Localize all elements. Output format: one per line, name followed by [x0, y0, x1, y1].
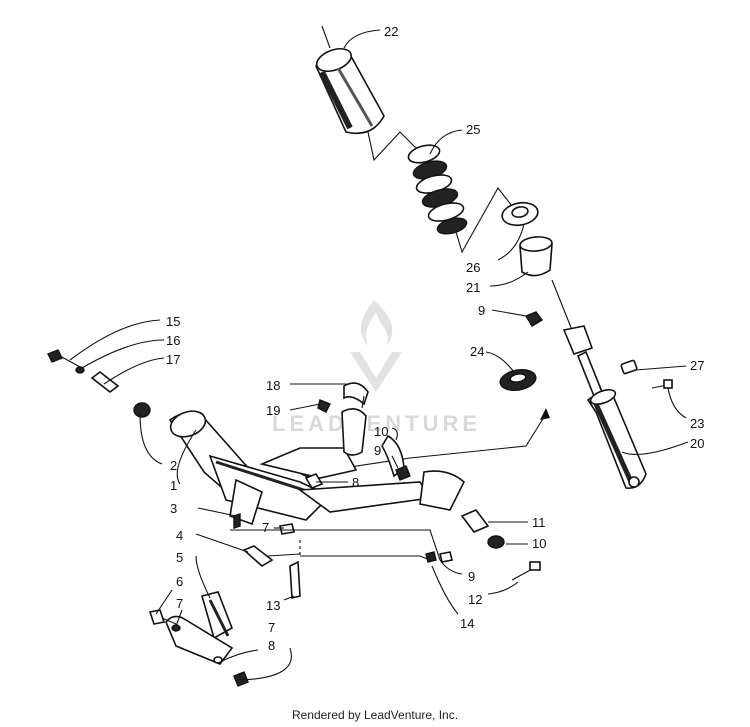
spacer-27 — [620, 359, 638, 375]
tube-10-upper — [381, 434, 405, 478]
callout-11: 11 — [532, 515, 546, 530]
callout-9-mid: 9 — [374, 443, 381, 458]
shock-body-20 — [551, 279, 647, 490]
nut-8-mid — [304, 473, 324, 489]
callout-24: 24 — [470, 344, 484, 359]
arm-5 — [165, 591, 234, 665]
callout-15: 15 — [166, 314, 180, 329]
callout-27: 27 — [690, 358, 704, 373]
bolt-13 — [289, 560, 301, 600]
callout-25: 25 — [466, 122, 480, 137]
leader-lines — [69, 29, 689, 681]
watermark-text: LEADVENTURE — [272, 411, 481, 436]
bolt-12 — [511, 561, 541, 581]
screw-19 — [317, 399, 331, 413]
callout-16: 16 — [166, 333, 180, 348]
callout-21: 21 — [466, 280, 480, 295]
bolt-6 — [148, 609, 177, 625]
callout-3: 3 — [170, 501, 177, 516]
pin-3 — [233, 513, 241, 529]
callout-12: 12 — [468, 592, 482, 607]
bolt-23 — [651, 379, 673, 389]
bushing-2 — [133, 402, 151, 418]
shock-sleeve-22 — [315, 25, 385, 135]
callout-7-mid: 7 — [262, 520, 269, 535]
callout-labels: 22 25 26 21 9 24 27 23 20 15 16 17 2 1 3… — [166, 24, 704, 653]
leadventure-watermark: LEADVENTURE — [272, 300, 481, 436]
collar-21 — [519, 236, 553, 277]
callout-10-upper: 10 — [374, 424, 388, 439]
spring-seat-26 — [501, 201, 539, 227]
callout-8-lower: 8 — [268, 638, 275, 653]
sleeve-17 — [90, 370, 120, 394]
callout-17: 17 — [166, 352, 180, 367]
clamp-18 — [343, 382, 369, 406]
nut-9-mid — [395, 465, 411, 481]
link-bolt-4 — [242, 545, 301, 567]
washer-10-lower — [487, 535, 505, 549]
callout-2: 2 — [170, 458, 177, 473]
callout-8-mid: 8 — [352, 475, 359, 490]
footer-credit: Rendered by LeadVenture, Inc. — [291, 708, 459, 722]
nut-9-upper — [524, 311, 544, 327]
a-arm-crossbar — [259, 447, 465, 513]
callout-19: 19 — [266, 403, 280, 418]
callout-5: 5 — [176, 550, 183, 565]
callout-13: 13 — [266, 598, 280, 613]
callout-9-upper: 9 — [478, 303, 485, 318]
nut-8-lower — [233, 671, 249, 687]
callout-10-lower: 10 — [532, 536, 546, 551]
callout-7-lower: 7 — [268, 620, 275, 635]
spring-25 — [367, 131, 513, 254]
callout-22: 22 — [384, 24, 398, 39]
bushing-24 — [499, 368, 537, 392]
pivot-tube-1 — [168, 410, 332, 526]
spacer-11 — [460, 509, 490, 533]
callout-6: 6 — [176, 574, 183, 589]
callout-20: 20 — [690, 436, 704, 451]
nut-9-lower — [425, 551, 453, 563]
callout-4: 4 — [176, 528, 183, 543]
callout-14: 14 — [460, 616, 474, 631]
washer-16 — [75, 366, 85, 374]
upper-arm-bracket — [341, 408, 367, 456]
washer-7-mid — [279, 523, 295, 535]
callout-1: 1 — [170, 478, 177, 493]
callout-26: 26 — [466, 260, 480, 275]
link-rod — [300, 555, 431, 561]
callout-23: 23 — [690, 416, 704, 431]
bolt-15 — [47, 349, 83, 369]
callout-18: 18 — [266, 378, 280, 393]
callout-7-left: 7 — [176, 596, 183, 611]
callout-9-lower: 9 — [468, 569, 475, 584]
